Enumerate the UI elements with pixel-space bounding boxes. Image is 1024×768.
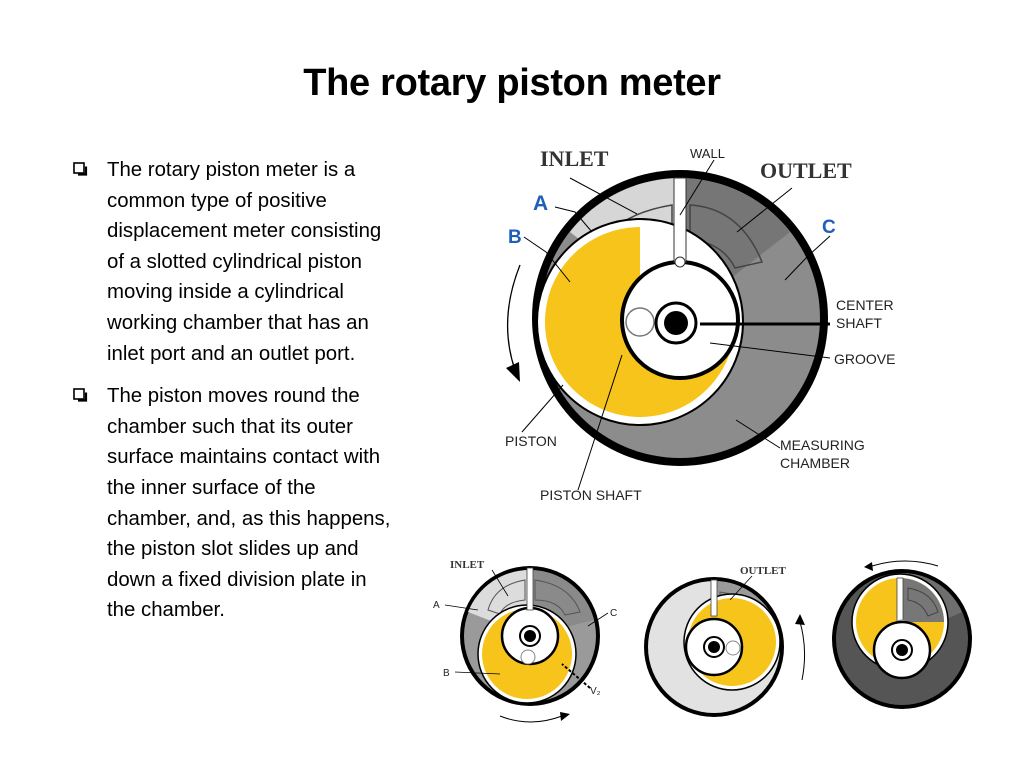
small1-label-a: A — [433, 600, 440, 611]
small-meter-diagram-3 — [832, 560, 972, 709]
main-meter-diagram: INLET WALL OUTLET A B C CENTER SHAFT GRO… — [505, 146, 895, 503]
piston-shaft-circle — [625, 307, 655, 337]
wall-tip — [674, 256, 686, 268]
small1-label-inlet: INLET — [450, 559, 485, 571]
small2-label-outlet: OUTLET — [740, 565, 787, 577]
label-outlet: OUTLET — [760, 158, 852, 183]
label-measuring-chamber-2: CHAMBER — [780, 455, 850, 471]
label-center-shaft-2: SHAFT — [836, 315, 882, 331]
label-wall: WALL — [690, 146, 725, 161]
rotation-arrowhead-icon — [506, 362, 520, 382]
label-piston: PISTON — [505, 433, 557, 449]
bullet-list: The rotary piston meter is a common type… — [70, 155, 400, 638]
label-groove: GROOVE — [834, 351, 895, 367]
rotation-arrowhead-icon — [795, 614, 805, 625]
label-c: C — [822, 217, 836, 238]
page-title: The rotary piston meter — [303, 62, 721, 104]
label-center-shaft-1: CENTER — [836, 297, 894, 313]
checkbox-bullet-icon — [73, 162, 88, 176]
center-shaft-core — [664, 311, 688, 335]
small-meter-diagram-2: OUTLET — [644, 565, 806, 717]
bullet-text: The piston moves round the chamber such … — [107, 385, 391, 622]
rotation-arrowhead-icon — [864, 562, 873, 571]
bullet-text: The rotary piston meter is a common type… — [107, 159, 382, 365]
small1-label-b: B — [443, 668, 450, 679]
bullet-item: The rotary piston meter is a common type… — [70, 155, 400, 369]
small-meter-diagram-1: INLET A C B V₂ — [433, 559, 617, 723]
rotation-arc — [506, 264, 521, 371]
label-piston-shaft: PISTON SHAFT — [540, 487, 642, 503]
label-a: A — [533, 192, 548, 215]
label-measuring-chamber-1: MEASURING — [780, 437, 865, 453]
small1-label-v2: V₂ — [590, 686, 601, 697]
rotation-arrowhead-icon — [560, 712, 570, 721]
label-b: B — [508, 227, 522, 248]
division-wall — [673, 177, 687, 263]
checkbox-bullet-icon — [73, 388, 88, 402]
label-inlet: INLET — [540, 146, 609, 171]
bullet-item: The piston moves round the chamber such … — [70, 381, 400, 626]
small1-label-c: C — [610, 608, 617, 619]
